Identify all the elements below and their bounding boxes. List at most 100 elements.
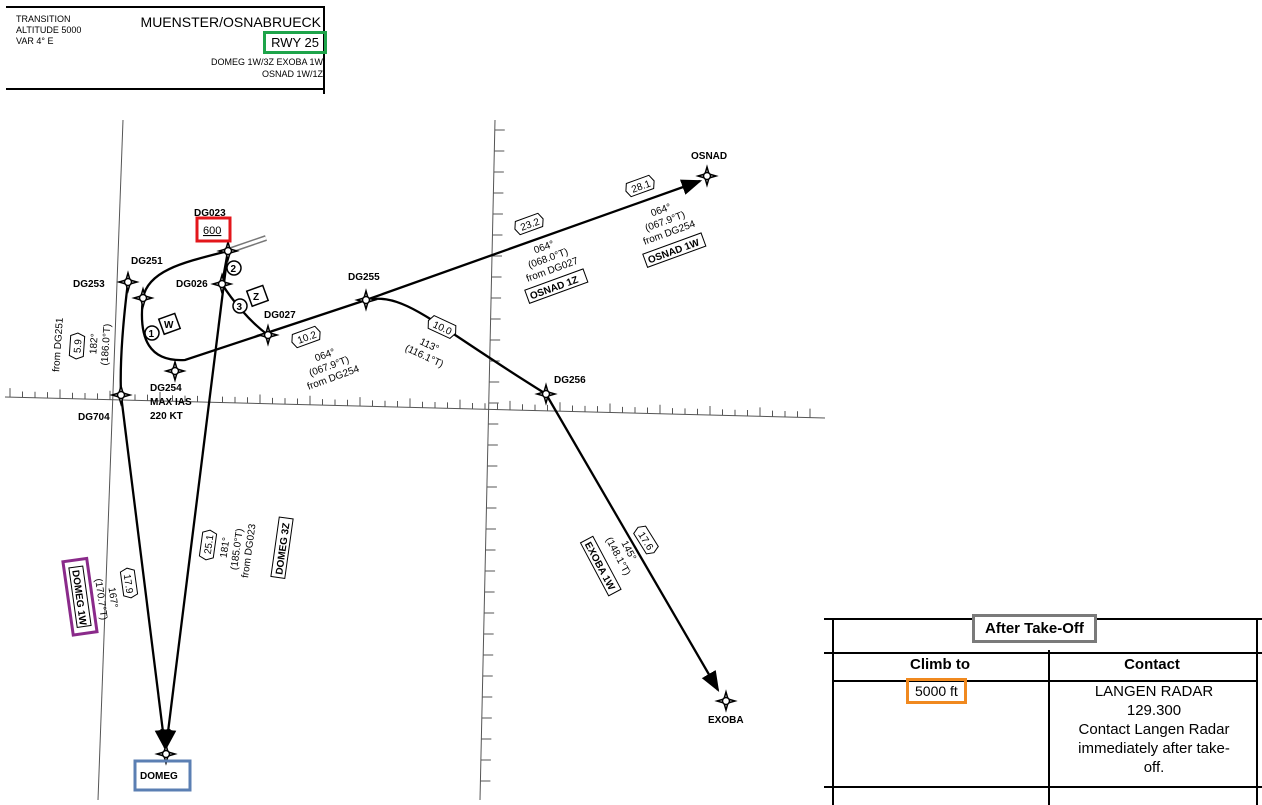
wp-label-dg023: DG023 [194, 208, 226, 219]
waypoint-symbol [714, 689, 738, 713]
leg-domeg-3z-course: 181° (185.0°T) from DG023 [219, 523, 259, 579]
waypoint-symbol [154, 742, 178, 766]
waypoint-symbol [354, 288, 378, 312]
svg-text:(186.0°T): (186.0°T) [100, 323, 114, 365]
grid-lines [4, 119, 826, 801]
waypoint-symbol [256, 323, 280, 347]
contact-line-1: LANGEN RADAR [1094, 683, 1214, 700]
sequence-1: 1 [149, 329, 155, 340]
waypoint-symbol [109, 383, 133, 407]
contact-info: LANGEN RADAR 129.300 Contact Langen Rada… [1054, 682, 1254, 777]
route-exoba [545, 393, 720, 692]
leg-domeg-1w-distance: 17.9 [119, 567, 139, 599]
leg-domeg-1w-name: DOMEG 1W [61, 556, 99, 637]
wp-label-domeg: DOMEG [140, 771, 178, 782]
chart-header: TRANSITION ALTITUDE 5000 VAR 4° E MUENST… [6, 4, 361, 96]
wp-label-dg253: DG253 [73, 279, 105, 290]
sequence-z: Z [253, 292, 259, 303]
route-list-line-2: OSNAD 1W/1Z [261, 69, 323, 79]
waypoint-symbol [116, 270, 140, 294]
climb-to-header: Climb to [832, 650, 1048, 682]
wp-label-dg254: DG254 [150, 383, 182, 394]
leg-domeg-1w-course: 167° (170.7°T) [92, 578, 120, 621]
leg-dg254-dg255-distance: 10.2 [291, 325, 321, 349]
svg-text:181°: 181° [219, 537, 233, 559]
svg-text:182°: 182° [88, 333, 100, 354]
transition-line: TRANSITION [16, 14, 71, 24]
route-list-line-1: DOMEG 1W/3Z EXOBA 1W [210, 57, 323, 67]
wp-label-dg251: DG251 [131, 256, 163, 267]
wp-label-osnad: OSNAD [691, 151, 727, 162]
leg-dg251-dg704-distance: 5.9 [68, 332, 86, 360]
route-domeg-1w [119, 394, 171, 751]
contact-header: Contact [1048, 650, 1256, 682]
sequence-2: 2 [231, 264, 237, 275]
grid-meridian-east [479, 119, 496, 801]
svg-text:from DG251: from DG251 [51, 317, 66, 373]
altitude-constraint-dg023: 600 [203, 225, 221, 237]
waypoint-symbol [163, 359, 187, 383]
header-border-top [6, 6, 325, 8]
airport-name: MUENSTER/OSNABRUECK [140, 14, 321, 30]
sequence-markers: 2 3 Z 1 W [144, 260, 270, 341]
waypoint-symbol [210, 272, 234, 296]
header-border-bottom [6, 88, 325, 90]
route-osnad [365, 179, 703, 302]
leg-dg251-dg704-course: 182° (186.0°T) [88, 323, 114, 365]
contact-line-5: off. [1143, 759, 1165, 776]
header-border-right [323, 6, 325, 94]
leg-domeg-3z-name: DOMEG 3Z [270, 516, 294, 579]
transition-altitude-line: ALTITUDE 5000 [16, 25, 82, 35]
leg-dg255-dg256-course: 113° (116.1°T) [403, 337, 445, 371]
contact-line-2: 129.300 [1126, 702, 1182, 719]
svg-text:167°: 167° [106, 587, 120, 609]
contact-line-4: immediately after take- [1078, 740, 1230, 757]
after-takeoff-header-row: After Take-Off [824, 614, 1262, 654]
leg-dg251-dg704-from: from DG251 [51, 317, 66, 373]
wp-label-dg704: DG704 [78, 412, 110, 423]
table-column-divider [1048, 650, 1050, 805]
wp-label-dg255: DG255 [348, 272, 380, 283]
climb-to-value: 5000 ft [906, 678, 967, 704]
leg-osnad-1w-distance: 28.1 [625, 174, 655, 198]
sid-procedure-map: DG023 DG251 DG253 DG026 DG027 DG255 DG25… [4, 119, 826, 801]
leg-osnad-1z-distance: 23.2 [514, 212, 544, 236]
sequence-w: W [164, 320, 174, 331]
svg-text:25.1: 25.1 [203, 534, 217, 555]
route-domeg-3z [160, 250, 230, 751]
route-dg253-dg704 [119, 281, 130, 396]
waypoint-symbol [534, 382, 558, 406]
grid-ticks [9, 129, 811, 782]
waypoint-symbol [695, 164, 719, 188]
wp-label-exoba: EXOBA [708, 715, 744, 726]
runway-label: RWY 25 [263, 31, 327, 54]
table-border-right [1256, 618, 1258, 805]
route-dg251-dg254-dg255 [140, 297, 367, 362]
runway-symbol [230, 235, 267, 253]
wp-label-dg027: DG027 [264, 310, 296, 321]
leg-dg254-dg255-course: 064° (067.9°T) from DG254 [306, 347, 361, 393]
leg-domeg-3z-distance: 25.1 [198, 529, 218, 561]
dg254-speed-line-1: MAX IAS [150, 397, 192, 408]
domeg-highlight-box [133, 759, 192, 792]
table-border-bottom [824, 786, 1262, 788]
after-takeoff-table: After Take-Off Climb to Contact 5000 ft … [824, 614, 1262, 805]
svg-text:5.9: 5.9 [73, 338, 85, 353]
grid-parallel [4, 396, 826, 419]
sequence-3: 3 [237, 302, 243, 313]
svg-text:17.9: 17.9 [121, 574, 135, 595]
wp-label-dg026: DG026 [176, 279, 208, 290]
dg254-speed-line-2: 220 KT [150, 411, 183, 422]
route-dg255-dg256 [365, 297, 547, 395]
altitude-constraint-box [195, 216, 232, 243]
table-border-left [832, 618, 834, 805]
after-takeoff-title: After Take-Off [972, 614, 1097, 643]
waypoint-symbol [131, 286, 155, 310]
waypoint-symbol [216, 239, 240, 263]
grid-meridian-west [97, 119, 124, 801]
contact-line-3: Contact Langen Radar [1078, 721, 1230, 738]
route-dg023-dg251 [141, 249, 229, 299]
waypoint-labels: DG023 DG251 DG253 DG026 DG027 DG255 DG25… [73, 151, 744, 726]
transition-altitude-block: TRANSITION ALTITUDE 5000 VAR 4° E [16, 14, 81, 47]
variation-line: VAR 4° E [16, 36, 54, 46]
